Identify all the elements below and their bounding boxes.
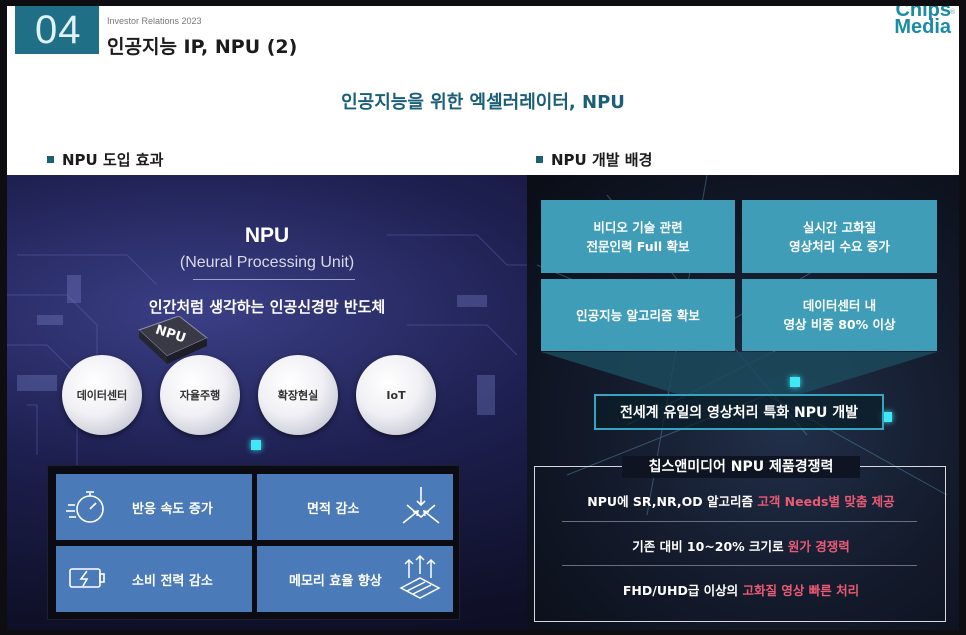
effect-area-reduction: 면적 감소 — [257, 474, 453, 540]
effect-label: 메모리 효율 향상 — [289, 574, 382, 589]
slide: 04 Investor Relations 2023 인공지능 IP, NPU … — [7, 6, 959, 630]
npu-development-box: 전세계 유일의 영상처리 특화 NPU 개발 — [594, 394, 884, 430]
competitiveness-row: NPU에 SR,NR,OD 알고리즘 고객 Needs별 맞춤 제공 — [587, 494, 895, 509]
company-logo: Chips Media ® — [861, 6, 955, 40]
battery-icon — [69, 568, 105, 588]
npu-full-name: (Neural Processing Unit) — [179, 254, 355, 271]
main-heading: 인공지능을 위한 엑셀러레이터, NPU — [341, 92, 625, 113]
header-subtitle: Investor Relations 2023 — [107, 16, 202, 26]
effect-power-reduction: 소비 전력 감소 — [56, 546, 252, 612]
application-datacenter: 데이터센터 — [62, 355, 142, 435]
logo-line1: Chips — [895, 6, 951, 21]
logo-registered-mark: ® — [949, 9, 955, 16]
application-list: 데이터센터 자율주행 확장현실 IoT — [62, 355, 436, 435]
page-title: 인공지능 IP, NPU (2) — [107, 36, 298, 58]
background-item-ai-algorithm: 인공지능 알고리즘 확보 — [541, 279, 735, 351]
section-number: 04 — [15, 6, 99, 54]
bullet-square-icon — [47, 156, 54, 163]
effect-label: 소비 전력 감소 — [132, 574, 213, 589]
glow-dot — [882, 412, 892, 422]
row-divider — [562, 565, 917, 566]
effect-response-speed: 반응 속도 증가 — [56, 474, 252, 540]
glow-dot — [251, 440, 261, 450]
right-section-title: NPU 개발 배경 — [536, 149, 652, 170]
stopwatch-icon — [66, 491, 104, 523]
effect-label: 면적 감소 — [307, 502, 360, 517]
competitiveness-row: 기존 대비 10~20% 크기로 원가 경쟁력 — [632, 539, 850, 554]
background-item-datacenter: 데이터센터 내 영상 비중 80% 이상 — [742, 279, 937, 351]
effect-label: 반응 속도 증가 — [132, 502, 213, 517]
background-item-talent: 비디오 기술 관련 전문인력 Full 확보 — [541, 200, 735, 273]
glow-dot — [790, 377, 800, 387]
competitiveness-title: 칩스앤미디어 NPU 제품경쟁력 — [622, 456, 860, 478]
background-item-demand: 실시간 고화질 영상처리 수요 증가 — [742, 200, 937, 273]
chip-up-arrows-icon — [399, 554, 441, 599]
logo-line2: Media — [894, 16, 951, 38]
row-divider — [562, 521, 917, 522]
application-iot: IoT — [356, 355, 436, 435]
npu-title: NPU — [244, 224, 290, 247]
bullet-square-icon — [536, 156, 543, 163]
divider — [193, 279, 355, 280]
competitiveness-row: FHD/UHD급 이상의 고화질 영상 빠른 처리 — [622, 583, 860, 598]
application-xr: 확장현실 — [258, 355, 338, 435]
npu-effects-panel: 반응 속도 증가 면적 감소 — [47, 465, 460, 620]
shrink-arrows-icon — [402, 487, 440, 524]
application-autonomous-driving: 자율주행 — [160, 355, 240, 435]
npu-description: 인간처럼 생각하는 인공신경망 반도체 — [148, 298, 386, 316]
effect-memory-efficiency: 메모리 효율 향상 — [257, 546, 453, 612]
left-section-title: NPU 도입 효과 — [47, 149, 163, 170]
funnel-connector — [541, 352, 937, 394]
npu-chip-illustration: NPU — [127, 315, 211, 368]
